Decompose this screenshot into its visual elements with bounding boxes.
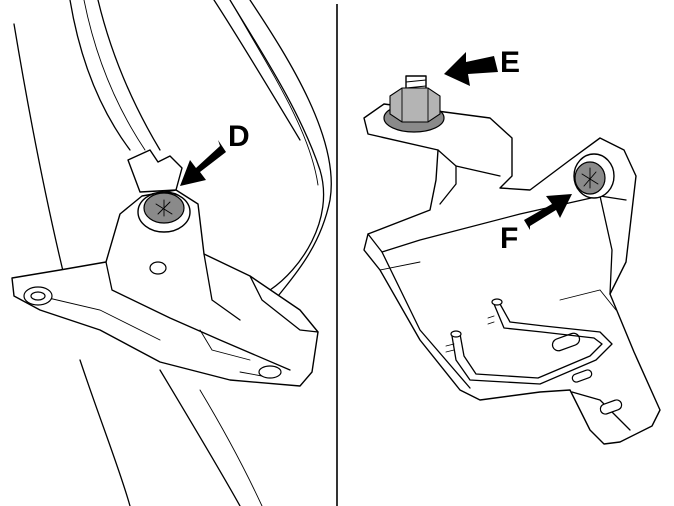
callout-e-label: E bbox=[500, 46, 520, 79]
arrow-d-icon bbox=[180, 140, 226, 186]
nut-e-icon bbox=[383, 75, 445, 133]
right-panel-bracket-assembly: E F bbox=[363, 46, 661, 445]
bolt-d-icon bbox=[137, 191, 191, 233]
arrow-f-icon bbox=[524, 194, 572, 230]
left-panel-hinge-assembly: D bbox=[11, 0, 332, 506]
bolt-f-icon bbox=[573, 153, 615, 199]
callout-d-label: D bbox=[228, 120, 250, 153]
callout-f-label: F bbox=[500, 222, 518, 255]
arrow-e-icon bbox=[444, 52, 498, 86]
wire-harness bbox=[445, 298, 613, 385]
